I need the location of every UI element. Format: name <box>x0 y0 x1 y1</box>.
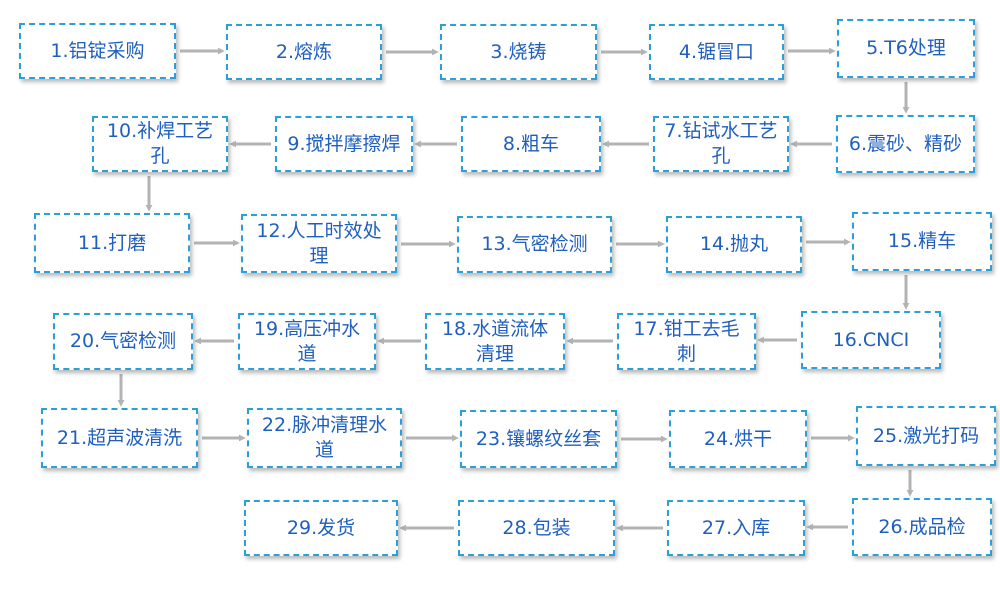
step-23-box: 23.镶螺纹丝套 <box>460 410 617 468</box>
step-12-box: 12.人工时效处理 <box>241 214 397 273</box>
step-19-box: 19.高压冲水道 <box>238 313 376 370</box>
step-24-label: 24.烘干 <box>703 427 773 450</box>
step-1-box: 1.铝锭采购 <box>19 23 176 79</box>
step-17-box: 17.钳工去毛刺 <box>617 313 756 370</box>
step-24-box: 24.烘干 <box>669 410 807 468</box>
step-27-label: 27.入库 <box>701 516 771 539</box>
step-22-label: 22.脉冲清理水道 <box>261 414 388 461</box>
step-11-label: 11.打磨 <box>77 231 147 254</box>
step-3-box: 3.烧铸 <box>440 24 597 80</box>
step-8-box: 8.粗车 <box>461 116 601 172</box>
step-23-label: 23.镶螺纹丝套 <box>475 427 602 450</box>
step-26-box: 26.成品检 <box>852 498 992 556</box>
step-10-box: 10.补焊工艺孔 <box>92 116 228 172</box>
step-18-box: 18.水道流体清理 <box>425 313 565 370</box>
step-16-box: 16.CNCI <box>801 311 941 369</box>
step-7-box: 7.钻试水工艺孔 <box>653 116 789 172</box>
step-20-label: 20.气密检测 <box>69 330 177 352</box>
step-15-box: 15.精车 <box>852 212 992 271</box>
step-14-box: 14.抛丸 <box>666 216 802 273</box>
step-26-label: 26.成品检 <box>878 515 966 538</box>
step-6-label: 6.震砂、精砂 <box>848 132 963 155</box>
step-10-label: 10.补焊工艺孔 <box>106 120 214 167</box>
step-5-box: 5.T6处理 <box>837 19 975 78</box>
step-19-label: 19.高压冲水道 <box>253 317 361 365</box>
step-8-label: 8.粗车 <box>502 132 560 155</box>
step-6-box: 6.震砂、精砂 <box>836 115 975 173</box>
step-2-box: 2.熔炼 <box>226 24 382 80</box>
step-4-box: 4.锯冒口 <box>649 24 784 80</box>
step-25-label: 25.激光打码 <box>872 424 980 447</box>
step-13-box: 13.气密检测 <box>457 216 612 273</box>
step-25-box: 25.激光打码 <box>856 406 996 466</box>
step-17-label: 17.钳工去毛刺 <box>633 317 740 365</box>
step-28-box: 28.包装 <box>458 500 615 556</box>
step-12-label: 12.人工时效处理 <box>256 219 382 267</box>
step-1-label: 1.铝锭采购 <box>50 39 145 62</box>
step-5-label: 5.T6处理 <box>866 37 946 59</box>
step-16-label: 16.CNCI <box>832 328 910 351</box>
step-4-label: 4.锯冒口 <box>678 40 755 63</box>
step-21-box: 21.超声波清洗 <box>41 408 198 468</box>
step-28-label: 28.包装 <box>502 516 571 539</box>
step-13-label: 13.气密检测 <box>481 233 588 255</box>
step-22-box: 22.脉冲清理水道 <box>247 408 402 468</box>
step-18-label: 18.水道流体清理 <box>441 317 549 365</box>
step-29-label: 29.发货 <box>286 516 356 539</box>
step-29-box: 29.发货 <box>244 500 398 556</box>
step-11-box: 11.打磨 <box>34 213 190 273</box>
step-21-label: 21.超声波清洗 <box>56 426 183 449</box>
step-15-label: 15.精车 <box>887 230 957 252</box>
step-2-label: 2.熔炼 <box>275 40 333 63</box>
step-9-box: 9.搅拌摩擦焊 <box>275 116 413 172</box>
step-27-box: 27.入库 <box>667 500 805 556</box>
step-14-label: 14.抛丸 <box>699 233 769 255</box>
step-9-label: 9.搅拌摩擦焊 <box>287 132 401 155</box>
step-7-label: 7.钻试水工艺孔 <box>664 120 778 167</box>
step-20-box: 20.气密检测 <box>53 313 193 370</box>
step-3-label: 3.烧铸 <box>490 40 547 63</box>
